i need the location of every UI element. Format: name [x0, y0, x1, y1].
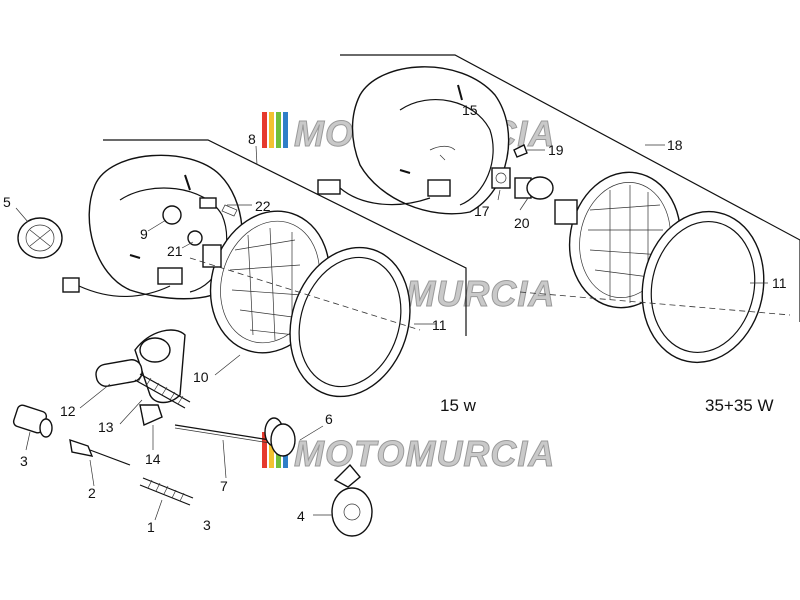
left-rim	[189, 246, 421, 398]
label-12: 12	[60, 403, 76, 419]
adjusting-screw-7	[174, 424, 271, 444]
spring-1	[139, 477, 194, 506]
watermark-text: MOTOMURCIA	[294, 433, 555, 474]
group-bracket-18	[340, 54, 800, 322]
label-13: 13	[98, 419, 114, 435]
knurled-nut-3	[12, 404, 53, 438]
label-3: 3	[20, 453, 28, 469]
group-bracket-8	[103, 139, 467, 336]
label-21: 21	[167, 243, 183, 259]
label-20: 20	[514, 215, 530, 231]
adjuster-pin-2	[69, 438, 131, 466]
leader-lines	[15, 144, 768, 521]
label-2: 2	[88, 485, 96, 501]
spring-13	[134, 373, 191, 409]
wattage-left: 15 w	[440, 396, 477, 415]
wattage-right: 35+35 W	[705, 396, 774, 415]
right-rim	[519, 210, 791, 364]
bulb-socket-17	[491, 167, 511, 189]
label-14: 14	[145, 451, 161, 467]
bushing-14	[139, 404, 163, 426]
label-4: 4	[297, 508, 305, 524]
label-11-right: 11	[772, 275, 787, 291]
watermark-bottom: MOTOMURCIA	[262, 432, 555, 475]
label-8: 8	[248, 131, 256, 147]
label-7: 7	[220, 478, 228, 494]
horn-bracket-4	[331, 463, 373, 537]
label-15: 15	[462, 102, 478, 118]
label-19: 19	[548, 142, 564, 158]
label-17: 17	[474, 203, 490, 219]
label-1: 1	[147, 519, 155, 535]
bulb-19	[513, 144, 545, 158]
label-10: 10	[193, 369, 209, 385]
rubber-grommet-5	[17, 217, 63, 259]
label-5: 5	[3, 194, 11, 210]
mounting-bracket-12	[95, 329, 186, 404]
label-11-left: 11	[432, 317, 447, 333]
center-headlight-shell	[317, 66, 510, 215]
part-labels: 5 8 9 21 22 10 11 12 13 14 7 6 4 3 3 2 1…	[3, 102, 787, 535]
label-6: 6	[325, 411, 333, 427]
label-22: 22	[255, 198, 271, 214]
bulb-20	[514, 176, 554, 200]
washer-6	[264, 417, 296, 457]
label-18: 18	[667, 137, 683, 153]
label-3-secondary: 3	[203, 517, 211, 533]
label-9: 9	[140, 226, 148, 242]
